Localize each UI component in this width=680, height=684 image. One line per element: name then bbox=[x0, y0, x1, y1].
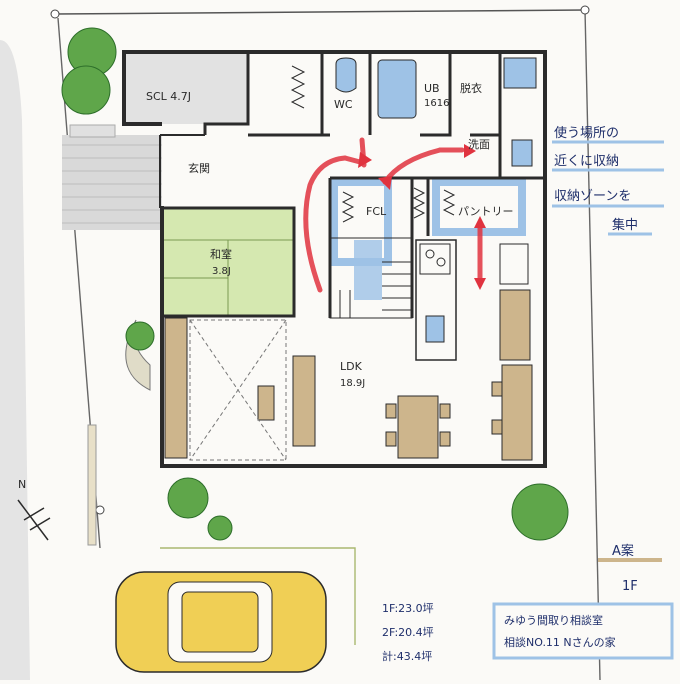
road bbox=[0, 40, 30, 680]
pantry-rack-icon bbox=[442, 189, 456, 216]
back-counter bbox=[499, 289, 531, 361]
burner-icon bbox=[425, 249, 435, 259]
room-label-fcl: FCL bbox=[366, 205, 387, 218]
atrium-void bbox=[189, 319, 287, 461]
tv-board bbox=[164, 317, 188, 459]
room-label-scl: SCL 4.7J bbox=[146, 90, 191, 103]
coffee-table bbox=[257, 385, 275, 421]
boundary-marker bbox=[50, 9, 60, 19]
chair bbox=[439, 403, 451, 419]
stairs bbox=[329, 237, 413, 319]
tree-icon bbox=[207, 515, 233, 541]
car-icon bbox=[115, 571, 327, 673]
bathtub-icon bbox=[377, 59, 417, 119]
credit-box bbox=[492, 602, 674, 660]
plan-name: A案 bbox=[612, 544, 634, 559]
sink-icon bbox=[511, 139, 533, 167]
chair bbox=[385, 431, 397, 447]
chair bbox=[385, 403, 397, 419]
kitchen-sink-icon bbox=[425, 315, 445, 343]
area-2f: 2F:20.4坪 bbox=[382, 626, 434, 639]
note-line-1: 使う場所の bbox=[554, 125, 619, 141]
site-boundary-top bbox=[54, 9, 586, 15]
washing-machine-icon bbox=[503, 57, 537, 89]
kitchen-counter bbox=[415, 239, 457, 361]
compass bbox=[17, 499, 51, 541]
tree-icon bbox=[61, 65, 111, 115]
fridge-icon bbox=[499, 243, 529, 285]
tree-icon bbox=[167, 477, 209, 519]
chair bbox=[491, 381, 503, 397]
tree-icon bbox=[125, 321, 155, 351]
plan-floor: 1F bbox=[622, 579, 638, 594]
room-label-washitsu: 和室 bbox=[210, 247, 232, 261]
room-label-wc: WC bbox=[334, 98, 353, 111]
room-label-ldk: LDK bbox=[340, 360, 363, 373]
step bbox=[69, 124, 116, 138]
area-total: 計:43.4坪 bbox=[382, 649, 432, 663]
room-label-pantry: パントリー bbox=[458, 205, 514, 218]
note-line-2: 近くに収納 bbox=[554, 154, 619, 169]
room-label-washitsu-size: 3.8J bbox=[212, 266, 231, 277]
room-label-wash: 洗面 bbox=[468, 138, 490, 151]
scl-floor bbox=[124, 52, 248, 124]
note-line-4: 集中 bbox=[612, 217, 638, 233]
compass-north-label: N bbox=[18, 478, 26, 491]
fcl-rack-icon bbox=[341, 191, 355, 223]
room-label-entrance: 玄関 bbox=[188, 161, 210, 175]
closet-rack-icon bbox=[290, 65, 306, 109]
boundary-marker bbox=[95, 505, 105, 515]
room-label-ldk-size: 18.9J bbox=[340, 378, 365, 389]
credit-line-2: 相談NO.11 Nさんの家 bbox=[504, 635, 616, 649]
wash-rack-icon bbox=[412, 187, 426, 219]
stair-storage bbox=[354, 240, 382, 300]
interior-walls bbox=[162, 52, 545, 318]
credit-line-1: みゆう間取り相談室 bbox=[504, 613, 603, 627]
dining-table bbox=[397, 395, 439, 459]
stove-icon bbox=[419, 243, 451, 275]
storage-cabinet bbox=[501, 364, 533, 461]
tree-icon bbox=[511, 483, 569, 541]
boundary-marker bbox=[580, 5, 590, 15]
toilet-icon bbox=[335, 57, 357, 93]
tatami-lines bbox=[162, 239, 294, 316]
entrance-wall bbox=[159, 134, 205, 208]
fence bbox=[87, 424, 97, 546]
area-1f: 1F:23.0坪 bbox=[382, 602, 434, 615]
design-notes: 使う場所の 近くに収納 収納ゾーンを 集中 bbox=[552, 125, 664, 236]
chair bbox=[491, 419, 503, 435]
room-label-ub: UB bbox=[424, 82, 440, 95]
porch-hatch bbox=[62, 144, 162, 224]
arrow-heads bbox=[358, 144, 486, 290]
room-label-dressing: 脱衣 bbox=[460, 81, 482, 95]
room-label-ub-size: 1616 bbox=[424, 98, 449, 109]
exterior-walls bbox=[122, 50, 547, 468]
sofa bbox=[292, 355, 316, 447]
parking-outline bbox=[160, 547, 356, 645]
note-line-3: 収納ゾーンを bbox=[554, 189, 631, 204]
porch-area bbox=[62, 135, 162, 230]
site-boundary-right bbox=[584, 9, 601, 681]
chair bbox=[439, 431, 451, 447]
burner-icon bbox=[436, 257, 446, 267]
